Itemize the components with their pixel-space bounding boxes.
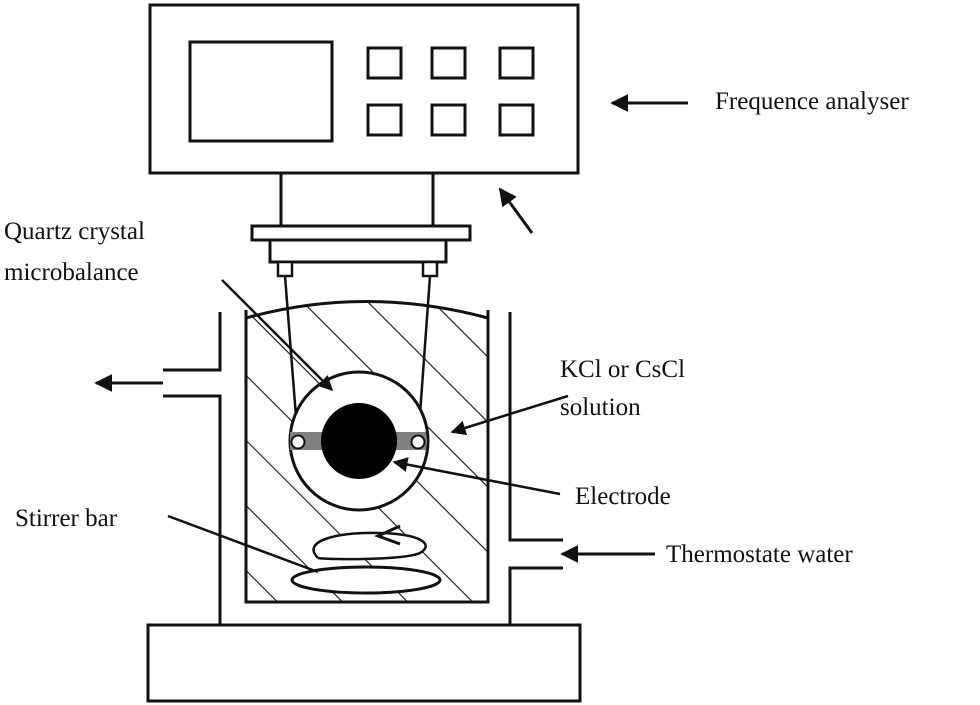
label-stirrer-bar: Stirrer bar xyxy=(15,505,118,532)
connector-left xyxy=(276,260,294,278)
contact-point-right xyxy=(410,434,426,450)
holder-block xyxy=(268,238,448,264)
analyser-button xyxy=(430,46,467,80)
label-qcm-line2: microbalance xyxy=(4,259,139,286)
analyser-button xyxy=(366,46,403,80)
analyser-button xyxy=(498,103,535,137)
label-solution-line2: solution xyxy=(560,394,641,421)
jacket-right-wall xyxy=(508,312,563,625)
holder-pointer-arrow xyxy=(498,187,534,234)
stirrer-bar-shape xyxy=(290,565,442,595)
stirrer-leader-line xyxy=(167,514,319,574)
analyser-button xyxy=(430,103,467,137)
label-frequence-analyser: Frequence analyser xyxy=(715,88,909,115)
label-qcm-line1: Quartz crystal xyxy=(4,218,145,245)
rotation-arrowhead xyxy=(374,524,401,546)
label-electrode: Electrode xyxy=(575,483,671,510)
base-stand xyxy=(146,623,582,703)
analyser-button xyxy=(366,103,403,137)
label-thermostate-water: Thermostate water xyxy=(666,541,853,568)
connector-right xyxy=(421,260,439,278)
crystal-holder xyxy=(250,173,472,278)
rotation-path xyxy=(312,531,427,561)
qcm-leader-line xyxy=(221,279,334,392)
analyser-button xyxy=(498,46,535,80)
analyser-display xyxy=(188,40,334,143)
contact-point-left xyxy=(290,434,306,450)
stirrer xyxy=(290,524,442,595)
frequency-analyser xyxy=(148,3,580,175)
electrode-disc xyxy=(321,403,397,479)
quartz-crystal xyxy=(288,370,430,512)
electrode-leader-line xyxy=(392,457,561,496)
beaker-wall xyxy=(244,310,490,604)
jacket-left-wall xyxy=(163,312,222,625)
holder-plate xyxy=(250,224,472,242)
solution-leader-line xyxy=(450,394,569,436)
label-solution-line1: KCl or CsCl xyxy=(560,356,685,383)
thermostat-jacket xyxy=(163,312,563,625)
solution-surface xyxy=(245,300,489,320)
